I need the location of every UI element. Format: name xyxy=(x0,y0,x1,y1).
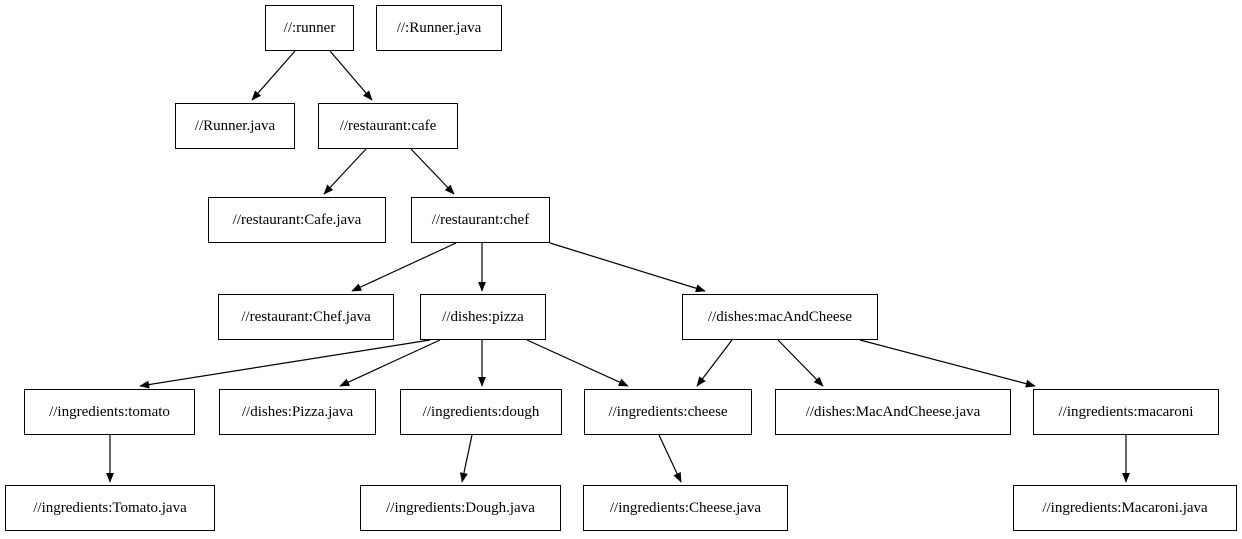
graph-node-label: //restaurant:Cafe.java xyxy=(232,211,362,228)
graph-node-root_runner_java[interactable]: //:Runner.java xyxy=(376,5,502,51)
graph-node-ing_dough_java[interactable]: //ingredients:Dough.java xyxy=(360,485,561,531)
graph-node-label: //dishes:MacAndCheese.java xyxy=(805,403,981,420)
graph-node-label: //Runner.java xyxy=(194,117,276,134)
graph-node-label: //dishes:macAndCheese xyxy=(707,308,853,325)
graph-node-label: //ingredients:Macaroni.java xyxy=(1042,499,1208,516)
graph-node-ing_macaroni_java[interactable]: //ingredients:Macaroni.java xyxy=(1013,485,1237,531)
graph-node-ing_cheese[interactable]: //ingredients:cheese xyxy=(584,389,752,435)
graph-node-ing_tomato[interactable]: //ingredients:tomato xyxy=(24,389,195,435)
graph-node-label: //dishes:pizza xyxy=(442,308,524,325)
graph-node-label: //restaurant:chef xyxy=(431,211,530,228)
graph-node-label: //dishes:Pizza.java xyxy=(241,403,354,420)
graph-node-label: //:runner xyxy=(283,19,336,36)
graph-node-ing_dough[interactable]: //ingredients:dough xyxy=(400,389,562,435)
graph-node-dishes_pizza_java[interactable]: //dishes:Pizza.java xyxy=(219,389,376,435)
graph-node-restaurant_chef[interactable]: //restaurant:chef xyxy=(411,197,550,243)
graph-node-label: //ingredients:Tomato.java xyxy=(33,499,187,516)
graph-node-label: //restaurant:cafe xyxy=(339,117,437,134)
graph-node-label: //ingredients:Cheese.java xyxy=(609,499,762,516)
graph-node-label: //ingredients:cheese xyxy=(608,403,728,420)
graph-node-ing_macaroni[interactable]: //ingredients:macaroni xyxy=(1033,389,1219,435)
graph-node-dishes_mac[interactable]: //dishes:macAndCheese xyxy=(682,294,878,340)
graph-node-runner[interactable]: //:runner xyxy=(265,5,354,51)
graph-node-runner_java[interactable]: //Runner.java xyxy=(175,103,295,149)
graph-node-label: //:Runner.java xyxy=(396,19,482,36)
graph-node-dishes_pizza[interactable]: //dishes:pizza xyxy=(420,294,546,340)
graph-node-ing_tomato_java[interactable]: //ingredients:Tomato.java xyxy=(5,485,215,531)
graph-node-restaurant_cafe[interactable]: //restaurant:cafe xyxy=(318,103,458,149)
graph-node-label: //ingredients:macaroni xyxy=(1058,403,1194,420)
graph-node-label: //ingredients:Dough.java xyxy=(386,499,535,516)
graph-node-ing_cheese_java[interactable]: //ingredients:Cheese.java xyxy=(583,485,788,531)
graph-node-label: //ingredients:tomato xyxy=(49,403,170,420)
graph-node-label: //restaurant:Chef.java xyxy=(241,308,371,325)
graph-node-restaurant_cafe_java[interactable]: //restaurant:Cafe.java xyxy=(208,197,386,243)
graph-node-restaurant_chef_java[interactable]: //restaurant:Chef.java xyxy=(218,294,394,340)
graph-node-dishes_mac_java[interactable]: //dishes:MacAndCheese.java xyxy=(775,389,1011,435)
graph-node-label: //ingredients:dough xyxy=(422,403,540,420)
